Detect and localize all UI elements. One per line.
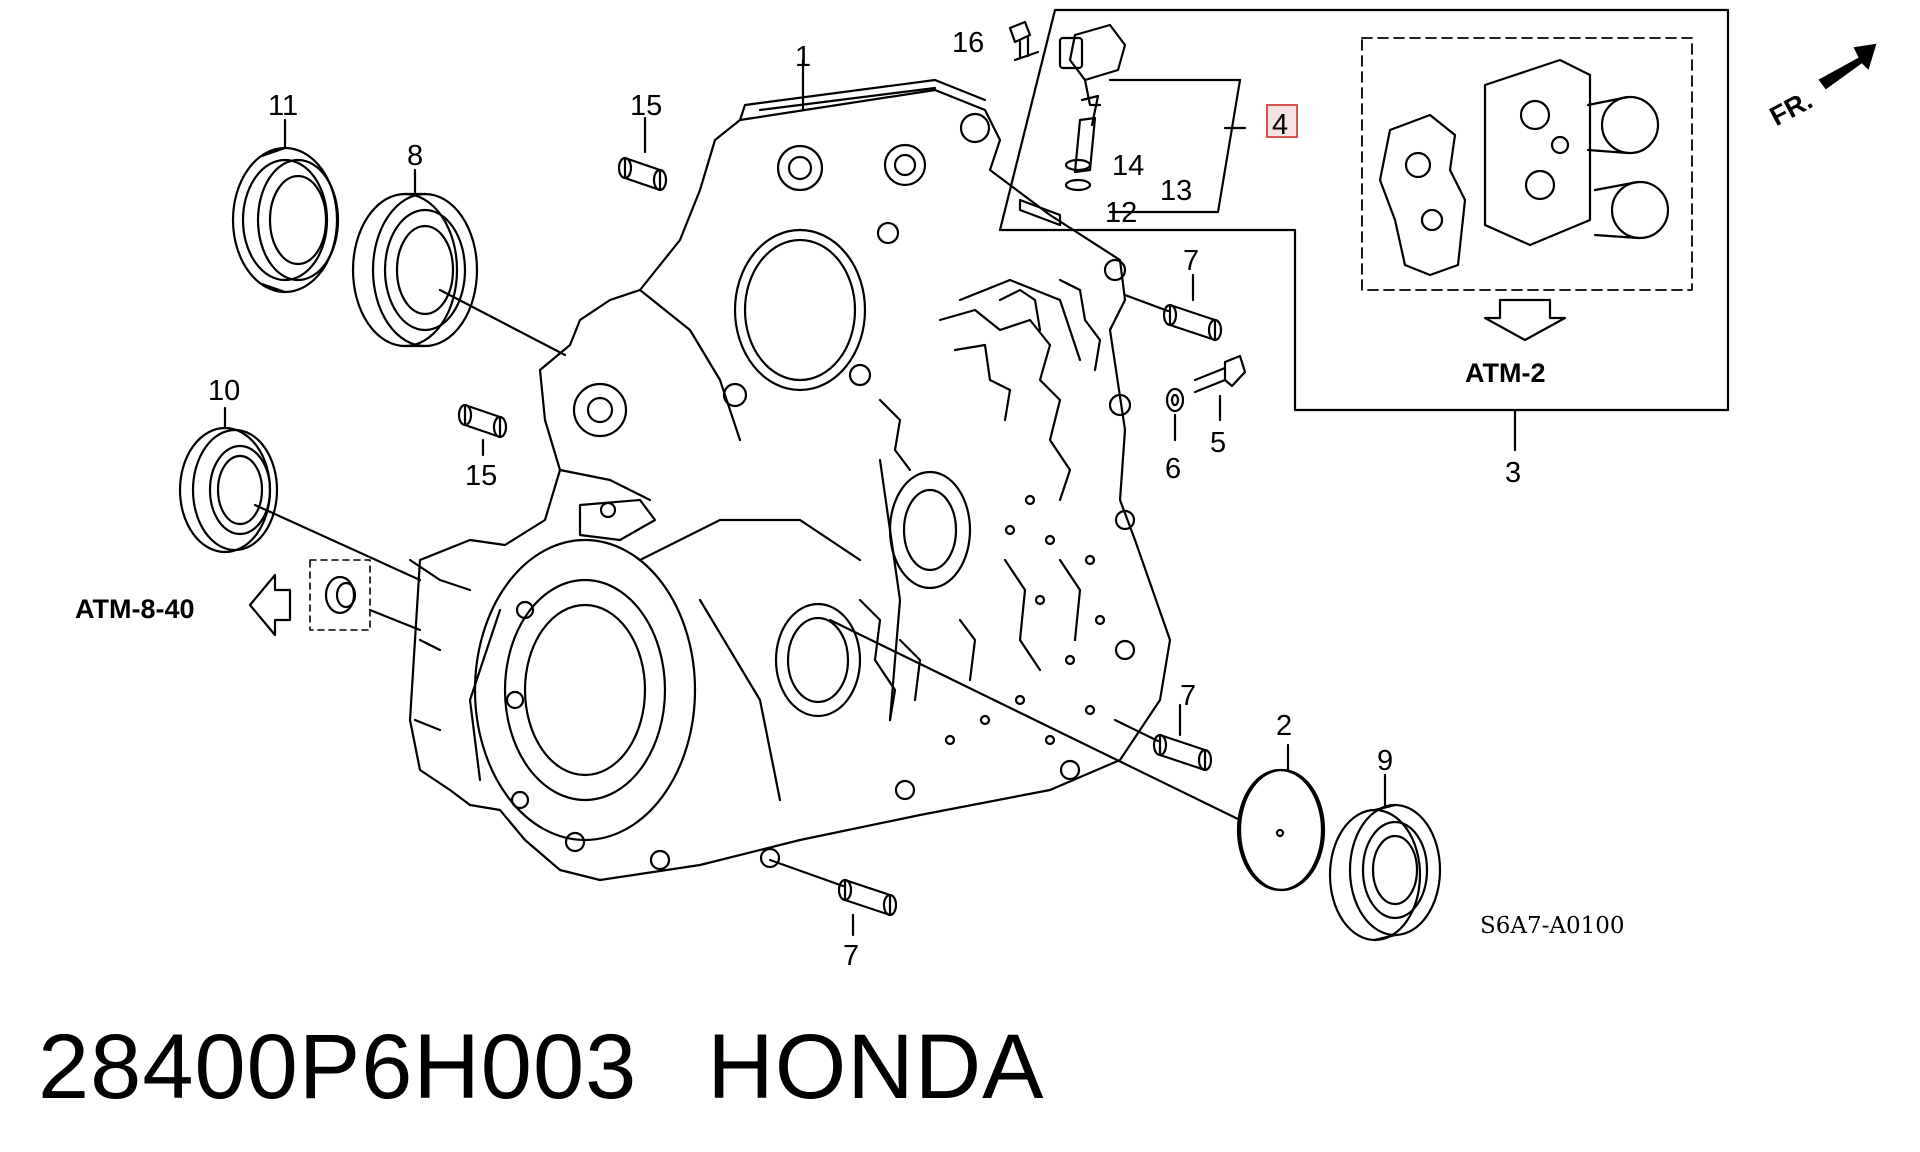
callout-10: 10	[208, 375, 240, 407]
callout-3: 3	[1505, 457, 1521, 489]
bearing-8	[351, 192, 567, 357]
callout-7-upper: 7	[1183, 245, 1199, 277]
callout-6: 6	[1165, 453, 1181, 485]
callout-5: 5	[1210, 427, 1226, 459]
callout-9: 9	[1377, 745, 1393, 777]
ref-atm2: ATM-2	[1465, 358, 1546, 388]
dowel-7-right-lower	[1113, 718, 1213, 772]
bearing-9	[1328, 803, 1442, 942]
highlight-box-4	[1266, 104, 1298, 138]
callout-13: 13	[1160, 175, 1192, 207]
callout-15-lower: 15	[465, 460, 497, 492]
solenoid-assembly	[998, 8, 1730, 412]
dowel-15-lower	[457, 403, 508, 439]
cap-2	[828, 618, 1326, 892]
dowel-7-right-upper	[1123, 293, 1223, 342]
callout-12: 12	[1105, 197, 1137, 229]
atm2-detail	[1361, 37, 1693, 342]
dowel-7-bottom	[768, 858, 898, 917]
callout-15-upper: 15	[630, 90, 662, 122]
oil-seal-10	[178, 426, 422, 582]
callout-1: 1	[795, 41, 811, 73]
transmission-case	[408, 78, 1172, 882]
dowel-15-upper	[617, 156, 668, 192]
brand-name: HONDA	[707, 1016, 1045, 1118]
washer-6	[1165, 387, 1185, 413]
sub-seal-dashed	[309, 559, 422, 632]
callout-14: 14	[1112, 150, 1144, 182]
callout-7-bottom: 7	[843, 940, 859, 972]
atm840-arrow	[248, 573, 292, 637]
front-direction-arrow	[1818, 43, 1877, 90]
diagram-code: S6A7-A0100	[1480, 913, 1625, 939]
ref-front: FR.	[1765, 85, 1817, 132]
callout-4: 4	[1272, 109, 1288, 141]
callout-11: 11	[268, 90, 298, 122]
callout-16: 16	[952, 27, 984, 59]
part-title: 28400P6H003 HONDA	[38, 1012, 1045, 1122]
part-number: 28400P6H003	[38, 1016, 638, 1118]
oil-seal-11	[231, 146, 340, 294]
callout-2: 2	[1276, 710, 1292, 742]
callout-8: 8	[407, 140, 423, 172]
ref-atm840: ATM-8-40	[75, 594, 195, 624]
bolt-5	[1193, 354, 1247, 394]
callout-7-middle: 7	[1180, 680, 1196, 712]
